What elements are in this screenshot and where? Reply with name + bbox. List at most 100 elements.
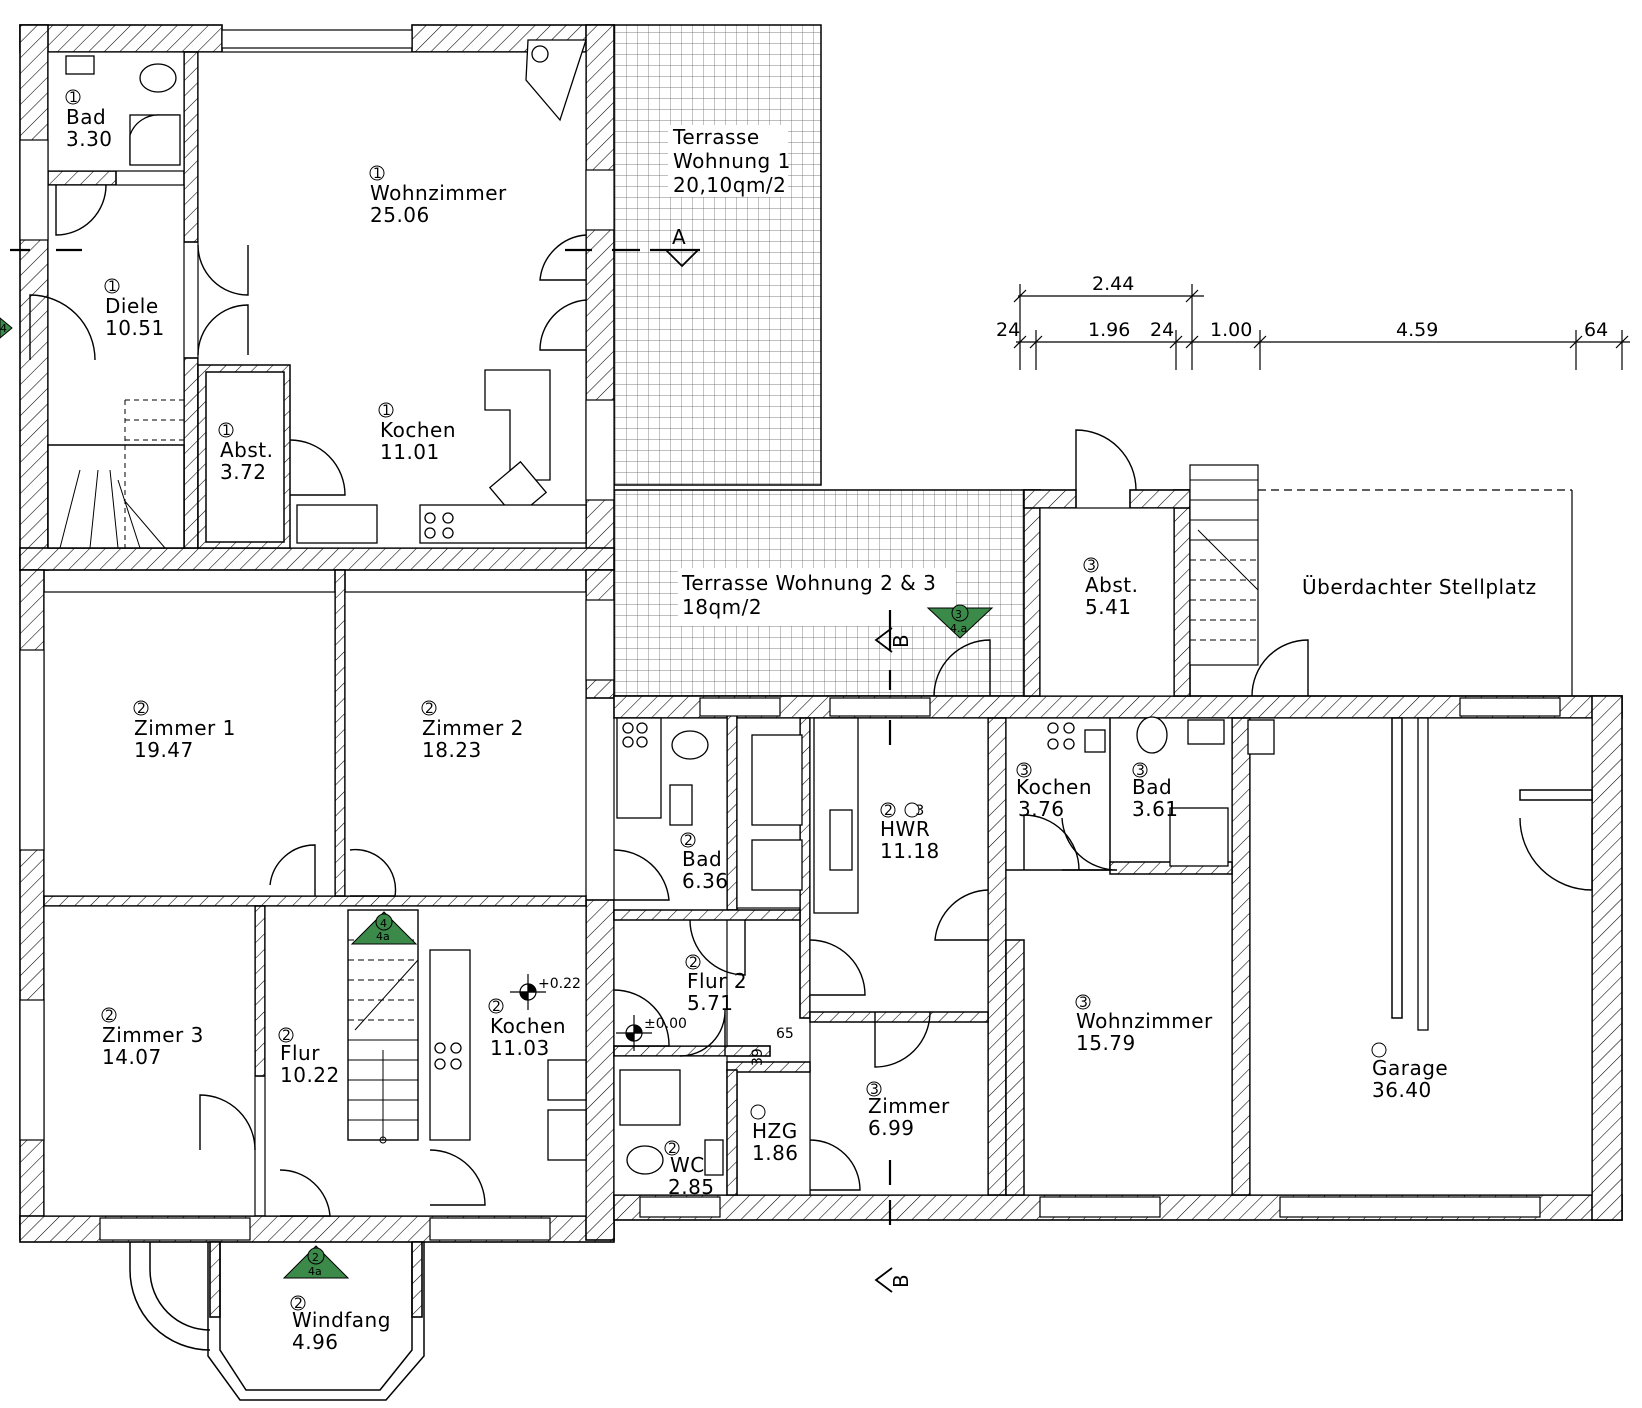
room-area: 11.01 (380, 440, 440, 464)
room-name: Wohnzimmer (1076, 1009, 1213, 1033)
marker-3-num: 3 (955, 608, 962, 621)
marker-2-num: 2 (312, 1251, 319, 1264)
room-zimmer2-2: 2 Zimmer 2 18.23 (421, 700, 524, 762)
room-wohnzimmer-1: 1 Wohnzimmer 25.06 (369, 165, 507, 227)
room-unit: 2 (137, 701, 146, 717)
dim-row-2: 24 (1150, 319, 1174, 341)
terraces (613, 24, 1025, 697)
room-unit: 2 (294, 1296, 303, 1312)
dim-row-0: 24 (996, 319, 1020, 341)
room-name: Kochen (380, 418, 456, 442)
dim-row-1: 1.96 (1088, 319, 1130, 341)
marker-edge-num: 4 (0, 322, 7, 335)
terrace-1-line3: 20,10qm/2 (673, 173, 786, 197)
room-area: 5.41 (1085, 595, 1132, 619)
windows (19, 29, 1561, 1241)
room-area: 2.85 (668, 1175, 715, 1199)
room-area: 10.22 (280, 1063, 340, 1087)
room-unit: 3 (1087, 558, 1096, 574)
room-abst-1: 1 Abst. 3.72 (218, 422, 273, 484)
section-lines (10, 248, 892, 1225)
room-bad-1: 1 Bad 3.30 (65, 89, 113, 151)
room-unit: 3 (1079, 995, 1088, 1011)
room-name: Flur 2 (687, 969, 747, 993)
fixtures (65, 39, 1275, 1176)
view-marker-4: 4 4a (350, 911, 418, 945)
room-unit: 1 (382, 403, 391, 419)
room-unit: 1 (373, 166, 382, 182)
terrace-1-line1: Terrasse (672, 125, 760, 149)
room-unit: 2 (425, 701, 434, 717)
room-unit: 2 (282, 1028, 291, 1044)
room-wohnzimmer-3: 3 Wohnzimmer 15.79 (1075, 994, 1213, 1055)
room-diele-1: 1 Diele 10.51 (104, 278, 165, 340)
dim-row-3: 1.00 (1210, 319, 1252, 341)
room-name: Zimmer 1 (134, 716, 236, 740)
room-area: 25.06 (370, 203, 430, 227)
room-abst-3: 3 Abst. 5.41 (1083, 557, 1139, 619)
room-name: Bad (1132, 775, 1172, 799)
room-area: 19.47 (134, 738, 194, 762)
small-dim-a: 39 (750, 1048, 766, 1066)
room-zimmer3-2: 2 Zimmer 3 14.07 (101, 1007, 203, 1069)
small-dim-b: 65 (776, 1026, 794, 1042)
room-name: Abst. (1085, 573, 1139, 597)
section-arrows (665, 249, 893, 1293)
room-area: 4.96 (292, 1330, 339, 1354)
room-garage: Garage 36.40 (1371, 1042, 1448, 1102)
garage-divider (1417, 717, 1429, 1031)
room-unit: 2 (689, 955, 698, 971)
dim-top: 2.44 (1092, 273, 1134, 295)
stairs-unit1 (47, 399, 185, 549)
room-area: 6.99 (868, 1116, 915, 1140)
room-flur-2: 2 Flur 10.22 (278, 1027, 340, 1087)
room-area: 11.18 (880, 839, 940, 863)
room-labels: 1 Bad 3.30 1 Wohnzimmer 25.06 1 Diele 10… (65, 89, 1537, 1354)
room-name: HZG (752, 1119, 798, 1143)
section-b-label-top: B (889, 634, 913, 648)
dim-row-5: 64 (1584, 319, 1608, 341)
dim-row-4: 4.59 (1396, 319, 1438, 341)
marker-4-sub: 4a (376, 930, 390, 943)
room-area: 14.07 (102, 1045, 162, 1069)
interior-lines (197, 364, 1593, 1196)
section-a-label: A (672, 225, 686, 249)
room-area: 10.51 (105, 316, 165, 340)
room-area: 3.76 (1018, 797, 1065, 821)
room-area: 3.30 (66, 127, 113, 151)
room-area: 6.36 (682, 869, 729, 893)
room-area: 36.40 (1372, 1078, 1432, 1102)
marker-2-sub: 4a (308, 1265, 322, 1278)
room-hwr-23: 2 3 HWR 11.18 (880, 802, 940, 863)
room-name: Windfang (292, 1308, 391, 1332)
view-marker-2: 2 4a (282, 1245, 350, 1279)
room-wc-2: 2 WC 2.85 (664, 1140, 715, 1199)
room-name: Diele (105, 294, 159, 318)
section-b-label-bottom: B (889, 1274, 913, 1288)
room-name: Zimmer 2 (422, 716, 524, 740)
room-unit: 1 (222, 423, 231, 439)
room-name: Zimmer (868, 1094, 950, 1118)
room-name: Bad (66, 105, 106, 129)
room-hzg: HZG 1.86 (750, 1104, 798, 1165)
stairs-unit2 (347, 909, 419, 1144)
room-unit: 2 (684, 833, 693, 849)
carport-label: Überdachter Stellplatz (1302, 575, 1537, 599)
view-marker-edge: 4 (0, 317, 13, 339)
room-unit: 3 (1136, 763, 1145, 779)
room-unit: 2 (668, 1141, 677, 1157)
room-area: 3.61 (1132, 797, 1179, 821)
room-name: HWR (880, 817, 930, 841)
doors (29, 184, 1593, 1217)
room-area: 11.03 (490, 1036, 550, 1060)
room-kochen-3: 3 Kochen 3.76 (1016, 762, 1092, 821)
room-zimmer-3: 3 Zimmer 6.99 (866, 1081, 950, 1140)
room-bad-2: 2 Bad 6.36 (680, 832, 729, 893)
room-bad-3: 3 Bad 3.61 (1132, 762, 1179, 821)
terrace-1-tiles (613, 24, 822, 486)
windfang-bay (129, 1242, 425, 1401)
room-kochen-1: 1 Kochen 11.01 (378, 402, 456, 464)
room-unit: 3 (1020, 763, 1029, 779)
room-area: 3.72 (220, 460, 267, 484)
